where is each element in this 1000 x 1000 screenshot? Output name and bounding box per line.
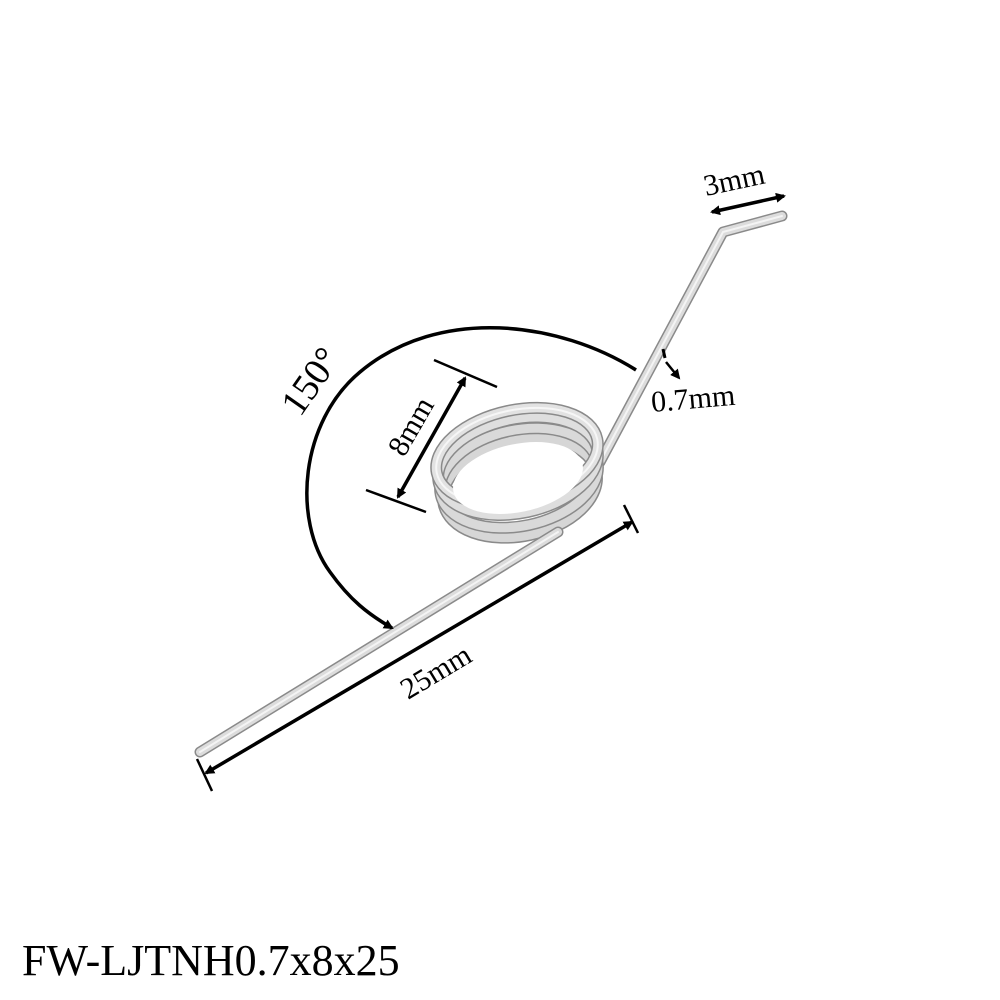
dimension-8mm-arrow: [396, 376, 467, 499]
dimension-25mm-arrow: [204, 520, 634, 775]
coil-body: [430, 401, 604, 544]
dimension-8mm-extension-top: [433, 358, 498, 389]
dimension-150-degree-label: 150°: [273, 340, 349, 423]
dimension-25mm-extension-left: [195, 758, 214, 792]
product-model-code: FW-LJTNH0.7x8x25: [22, 936, 400, 985]
dimension-0.7mm-label: 0.7mm: [650, 379, 737, 419]
dimension-3mm: 3mm: [701, 158, 786, 216]
torsion-spring: [194, 210, 788, 758]
dimension-8mm-extension-bottom: [365, 488, 427, 514]
upper-leg: [594, 210, 788, 468]
wire-diameter-tick: [661, 348, 667, 359]
dimension-3mm-label: 3mm: [701, 158, 768, 203]
dimension-8mm-label: 8mm: [381, 392, 440, 462]
lower-leg: [194, 526, 564, 758]
dimension-0.7mm: 0.7mm: [650, 348, 737, 419]
dimension-25mm-label: 25mm: [395, 638, 478, 706]
angle-arc: [305, 326, 637, 630]
wire-diameter-arrow: [665, 361, 681, 380]
dimension-25mm: 25mm: [195, 504, 640, 792]
dimension-25mm-extension-right: [622, 504, 640, 534]
dimension-3mm-arrow: [710, 192, 786, 216]
